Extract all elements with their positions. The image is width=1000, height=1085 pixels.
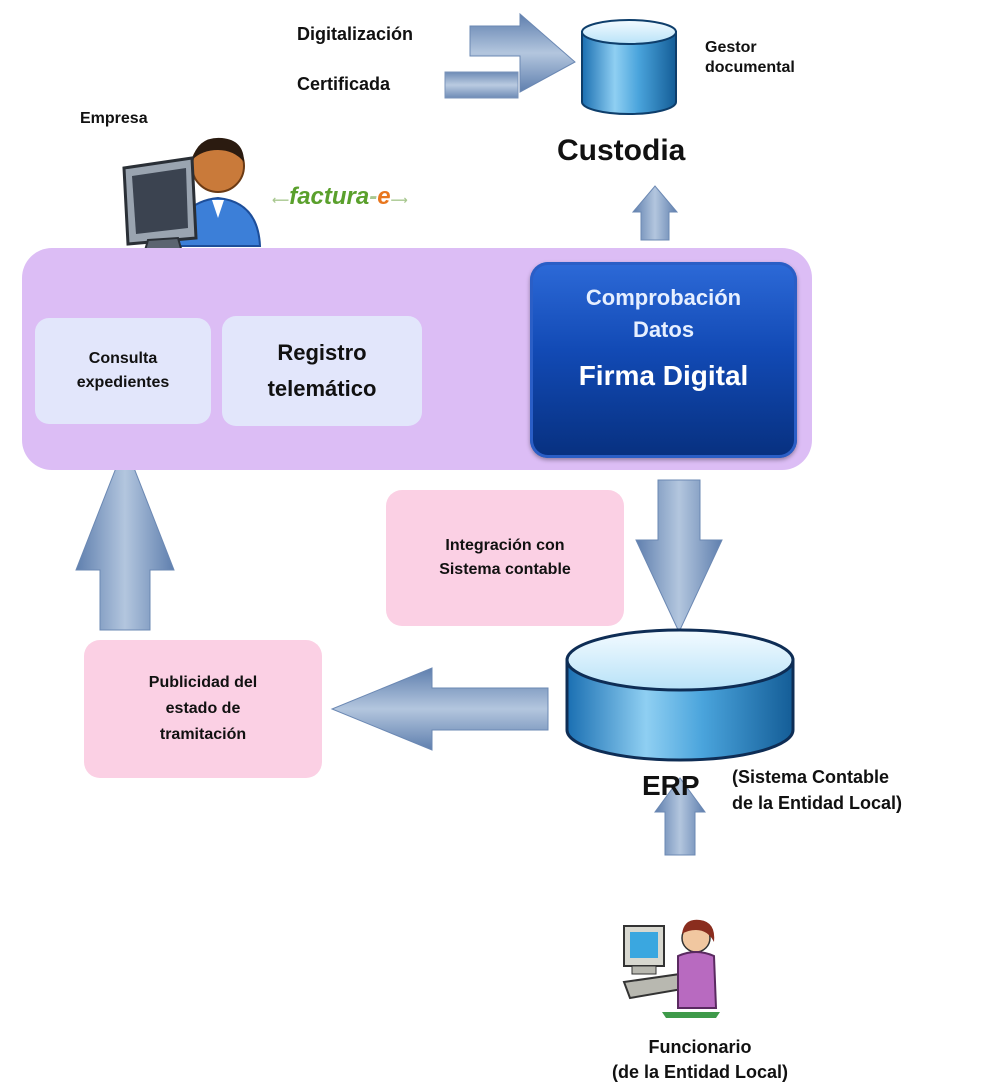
- erp-database-icon: [565, 628, 795, 762]
- arrow-down-erp: [635, 479, 723, 634]
- factura-e-logo: ⟵factura-e⟶: [272, 183, 408, 210]
- arrow-up-consulta: [75, 443, 175, 631]
- clerk-at-computer-icon: [622, 919, 720, 1018]
- consulta-expedientes-box: Consulta expedientes: [35, 318, 211, 424]
- firma-digital-label: Firma Digital: [578, 360, 749, 391]
- arrow-certificada: [444, 71, 519, 99]
- custodia-label: Custodia: [557, 134, 686, 167]
- comprobacion-datos-label: Comprobación Datos: [585, 285, 742, 342]
- funcionario-label: Funcionario (de la Entidad Local): [611, 1037, 789, 1082]
- digitalizacion-label: Digitalización: [297, 24, 414, 44]
- publicidad-box: Publicidad del estado de tramitación: [84, 640, 322, 778]
- person-at-computer-icon: [122, 137, 262, 260]
- arrow-left-publicidad: [330, 667, 549, 751]
- erp-description: (Sistema Contable de la Entidad Local): [732, 767, 903, 813]
- certificada-label: Certificada: [297, 74, 391, 94]
- integracion-box: Integración con Sistema contable: [386, 490, 624, 626]
- arrow-digitalizacion: [469, 12, 576, 93]
- empresa-label: Empresa: [80, 110, 148, 127]
- erp-label: ERP: [642, 770, 700, 801]
- arrow-up-erp: [654, 777, 706, 856]
- gestor-documental-label: Gestor documental: [705, 39, 795, 76]
- arrow-up-custodia: [631, 185, 679, 241]
- firma-digital-box: Comprobación Datos Firma Digital: [530, 262, 797, 458]
- gestor-database-icon: [581, 19, 677, 115]
- registro-telematico-box: Registro telemático: [222, 316, 422, 426]
